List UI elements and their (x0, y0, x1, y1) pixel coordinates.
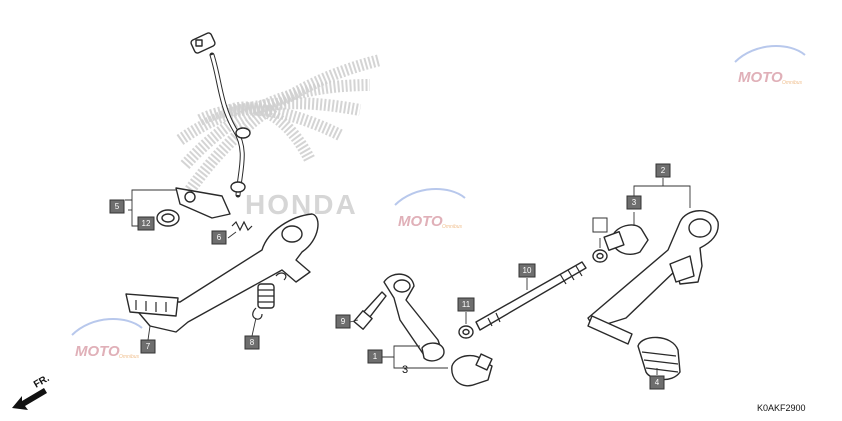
clip-part-12 (156, 209, 180, 227)
rod-end-joint-part-3-lower (451, 353, 493, 387)
callout-4: 4 (649, 375, 665, 390)
watermark-center: MOTO Omnibus (394, 188, 466, 230)
svg-text:MOTO: MOTO (738, 69, 783, 86)
svg-text:2: 2 (661, 166, 666, 175)
svg-text:3: 3 (402, 364, 408, 376)
callout-9: 9 (335, 314, 351, 329)
svg-text:3: 3 (632, 198, 637, 207)
svg-text:MOTO: MOTO (398, 213, 443, 230)
brand-wordmark: HONDA (245, 189, 358, 220)
svg-text:5: 5 (115, 202, 120, 211)
callout-7: 7 (140, 339, 156, 354)
callout-12: 12 (137, 216, 155, 231)
callout-10: 10 (518, 263, 536, 278)
brake-pedal-part-7 (125, 213, 319, 333)
gearshift-pedal-part-2 (587, 210, 719, 345)
shift-rubber-part-4 (637, 336, 681, 381)
svg-text:8: 8 (250, 338, 255, 347)
return-spring-part-8 (252, 272, 287, 320)
bolt-part-9 (353, 291, 387, 330)
svg-text:9: 9 (341, 317, 346, 326)
leader-lines (125, 178, 691, 375)
svg-text:7: 7 (146, 342, 151, 351)
callout-5: 5 (109, 199, 125, 214)
svg-text:4: 4 (655, 378, 660, 387)
svg-text:1: 1 (373, 352, 378, 361)
brand-wing-logo: HONDA (176, 54, 382, 220)
svg-text:6: 6 (217, 233, 222, 242)
svg-text:10: 10 (523, 266, 532, 275)
tie-rod-part-10 (475, 261, 587, 331)
front-label: FR. (32, 373, 52, 391)
callout-3: 3 (626, 195, 642, 210)
brake-switch-cable (190, 32, 251, 198)
front-arrow-icon (12, 388, 47, 410)
callout-11: 11 (457, 297, 475, 312)
rod-end-joint-part-3-upper (603, 224, 649, 256)
svg-text:11: 11 (462, 300, 471, 309)
front-direction-indicator: FR. (12, 373, 52, 410)
watermark-top-right: MOTO Omnibus (734, 45, 806, 86)
svg-text:Omnibus: Omnibus (782, 80, 803, 86)
small-spring-part-6 (231, 220, 253, 232)
callout-3-plain: 3 (402, 364, 408, 376)
svg-text:Omnibus: Omnibus (119, 354, 140, 360)
shift-arm-part-1 (383, 273, 445, 362)
callout-8: 8 (244, 335, 260, 350)
diagram-code: K0AKF2900 (757, 403, 806, 413)
callout-2: 2 (655, 163, 671, 178)
brake-switch-body (175, 187, 231, 219)
watermark-bottom-left: MOTO Omnibus (71, 318, 143, 360)
callout-blank (592, 217, 608, 233)
nut-part-11 (458, 325, 474, 339)
svg-text:Omnibus: Omnibus (442, 224, 463, 230)
nut-part-blank (592, 249, 608, 263)
callout-6: 6 (211, 230, 227, 245)
svg-text:12: 12 (142, 219, 151, 228)
callout-1: 1 (367, 349, 383, 364)
svg-text:MOTO: MOTO (75, 343, 120, 360)
